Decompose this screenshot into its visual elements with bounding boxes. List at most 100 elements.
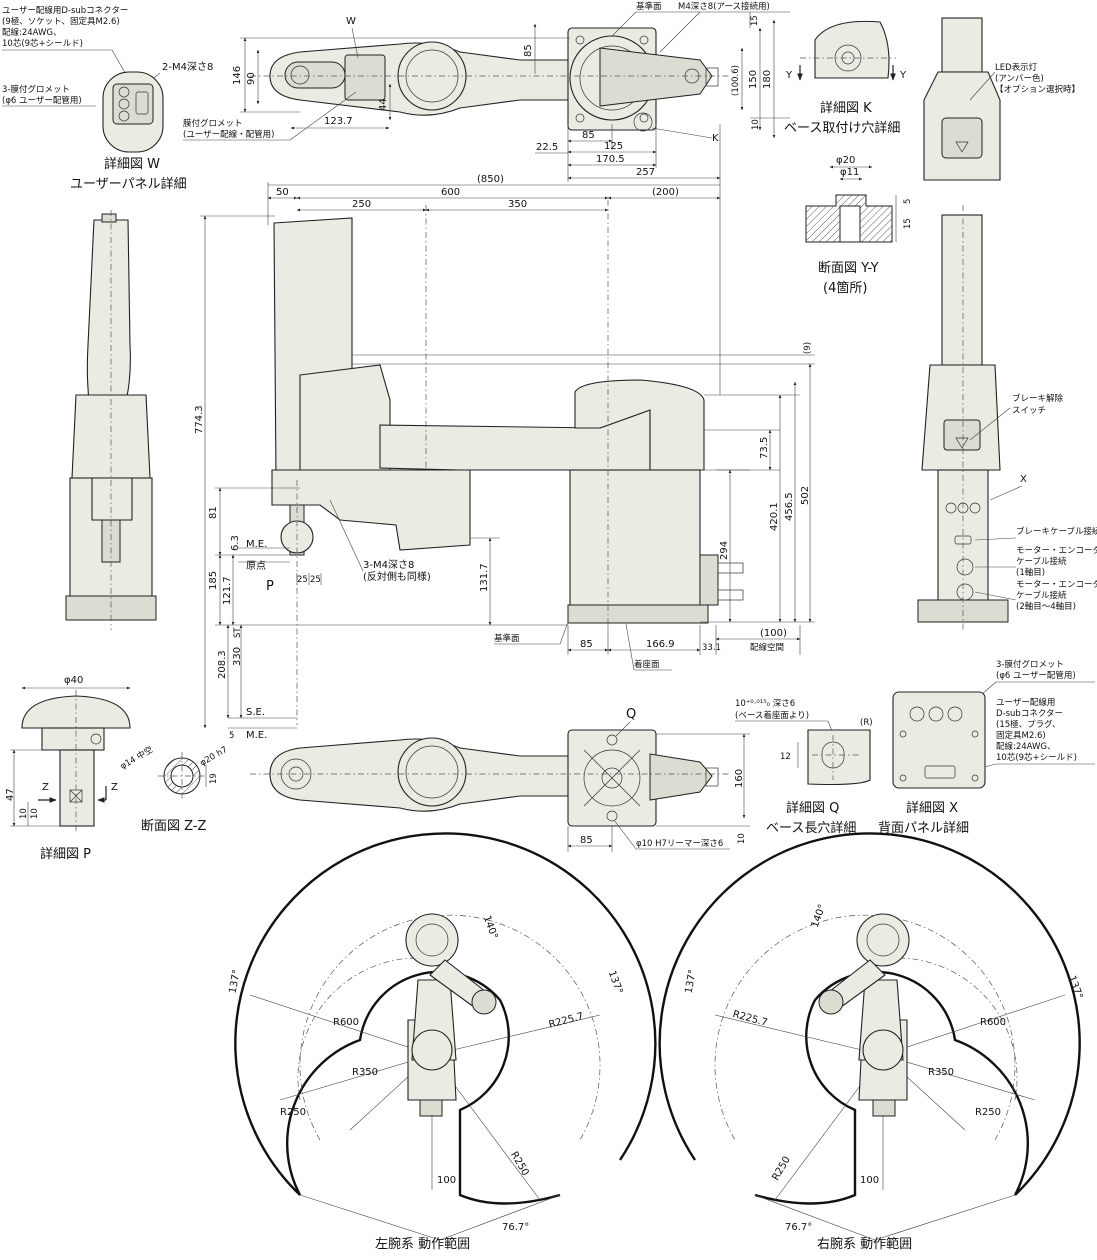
dsub-connector-icon xyxy=(135,91,149,115)
dim-81: 81 xyxy=(208,506,219,519)
rear-mid-shaft xyxy=(941,214,983,366)
dim-250: 250 xyxy=(352,199,371,210)
dim-774-3: 774.3 xyxy=(194,405,205,434)
left-r600: R600 xyxy=(333,1017,359,1028)
right-range-title: 右腕系 動作範囲 xyxy=(817,1236,912,1252)
side-arm2 xyxy=(271,469,471,551)
detail-q-title-1: 詳細図 Q xyxy=(786,800,839,816)
x-grommet-2: (φ6 ユーザー配管用) xyxy=(996,670,1076,681)
motion-range-right: 140° 137° 137° R600 R225.7 R350 R250 R25… xyxy=(658,832,1085,1252)
left-angle-140: 140° xyxy=(481,914,500,940)
section-yy: φ20 φ11 5 15 断面図 Y-Y (4箇所) xyxy=(805,155,913,296)
left-r225: R225.7 xyxy=(548,1011,585,1031)
grommet-label-1: 膜付グロメット xyxy=(183,118,243,129)
zz-phi14: φ14 中空 xyxy=(118,744,155,772)
p-dim-10b: 10 xyxy=(30,808,40,819)
right-r350: R350 xyxy=(928,1067,954,1078)
dim-121-7: 121.7 xyxy=(222,576,233,605)
dim-170-5: 170.5 xyxy=(596,154,625,165)
motor-connector-1-icon xyxy=(956,558,974,576)
x-dsub-icon xyxy=(924,765,956,779)
dim-330: 330 xyxy=(232,647,243,666)
dim-10-top: 10 xyxy=(751,119,761,130)
q-tolerance-note: (ベース着座面より) xyxy=(735,710,809,721)
dim-150: 150 xyxy=(748,70,759,89)
brake-label-1: ブレーキ解除 xyxy=(1012,393,1064,404)
p-flange xyxy=(21,695,131,729)
q-tolerance: 10⁺⁰·⁰¹⁵₀ 深さ6 xyxy=(735,699,795,709)
q-dim-12: 12 xyxy=(780,752,791,762)
detail-k: Y Y 詳細図 K ベース取付け穴詳細 xyxy=(784,20,907,136)
dim-100-6: (100.6) xyxy=(731,65,741,96)
yy-dim-5: 5 xyxy=(903,199,913,204)
dim-456-5: 456.5 xyxy=(784,492,795,521)
dim-10-bottom: 10 xyxy=(737,833,747,844)
motor1-label-1: モーター・エンコーダー xyxy=(1016,545,1097,556)
connector-note-3: 配線:24AWG、 xyxy=(2,27,62,38)
z-right-marker: Z xyxy=(111,782,118,793)
detail-q-title-2: ベース長穴詳細 xyxy=(766,820,856,836)
section-zz: φ14 中空 φ20 h7 19 断面図 Z-Z xyxy=(118,744,229,834)
base-label-top: 基準面 xyxy=(636,1,662,12)
left-outer-range xyxy=(234,832,657,1196)
st-label: ST xyxy=(233,627,243,638)
connector-note-1: ユーザー配線用D-subコネクター xyxy=(2,5,128,16)
left-r250: R250 xyxy=(280,1107,306,1118)
m4-depth-label: 2-M4深さ8 xyxy=(162,61,213,73)
me-label: M.E. xyxy=(246,539,267,550)
x-connector-5: 配線:24AWG、 xyxy=(996,741,1056,752)
dim-123-7: 123.7 xyxy=(324,116,353,127)
right-angle-137b: 137° xyxy=(1066,974,1085,1000)
grommet-label-2: (ユーザー配線・配管用) xyxy=(183,129,274,140)
dim-85-bottom: 85 xyxy=(580,835,593,846)
grommet-note-1: 3-膜付グロメット xyxy=(2,84,70,95)
zz-dim-19: 19 xyxy=(209,773,219,784)
detail-p-title: 詳細図 P xyxy=(40,846,91,862)
p-dim-47: 47 xyxy=(5,788,16,801)
detail-x: 3-膜付グロメット (φ6 ユーザー配管用) ユーザー配線用 D-subコネクタ… xyxy=(878,659,1095,836)
front-view xyxy=(65,210,157,630)
dim-50: 50 xyxy=(276,187,289,198)
dim-420-1: 420.1 xyxy=(769,502,780,531)
led-label-2: (アンバー色) xyxy=(995,73,1044,84)
grommet-icon xyxy=(118,86,130,98)
y-left-marker: Y xyxy=(785,70,793,81)
dim-502: 502 xyxy=(800,486,811,505)
brake-cable-label: ブレーキケーブル接続 xyxy=(1016,526,1097,537)
earth-label: M4深さ8(アース接続用) xyxy=(678,1,770,12)
q-r-label: (R) xyxy=(860,718,873,728)
detail-w: ユーザー配線用D-subコネクター (9極、ソケット、固定具M2.6) 配線:2… xyxy=(2,5,213,192)
right-dim-100: 100 xyxy=(860,1175,879,1186)
seat-face-label: 着座面 xyxy=(634,659,660,670)
dim-180: 180 xyxy=(762,70,773,89)
detail-k-title-1: 詳細図 K xyxy=(820,100,872,116)
dim-25a: 25 xyxy=(297,575,308,585)
motor2-label-3: (2軸目〜4軸目) xyxy=(1016,601,1076,612)
m4-note-1: 3-M4深さ8 xyxy=(363,559,414,571)
rear-top-shaft xyxy=(941,17,983,73)
dim-146: 146 xyxy=(232,66,243,85)
detail-k-title-2: ベース取付け穴詳細 xyxy=(784,120,900,136)
section-yy-title-2: (4箇所) xyxy=(823,280,867,296)
right-outer-range xyxy=(658,832,1081,1196)
x-connector-3: (15極、プラグ、 xyxy=(996,719,1061,730)
dim-185: 185 xyxy=(208,571,219,590)
detail-x-title-2: 背面パネル詳細 xyxy=(878,820,969,836)
right-r600: R600 xyxy=(980,1017,1006,1028)
dim-5-side: 5 xyxy=(229,731,234,741)
wiring-space-label: 配線空間 xyxy=(750,642,784,653)
dim-85-top-b: 85 xyxy=(582,130,595,141)
side-view: 50 (850) 600 (200) 250 350 774.3 81 185 … xyxy=(194,174,815,741)
x-grommet-icon xyxy=(909,706,925,722)
dim-25b: 25 xyxy=(310,575,321,585)
dim-600: 600 xyxy=(441,187,460,198)
dim-22-5: 22.5 xyxy=(536,142,558,153)
phi20-label: φ20 xyxy=(836,155,855,166)
dim-15-top: 15 xyxy=(750,15,760,26)
p-shaft xyxy=(59,749,95,827)
x-marker: X xyxy=(1020,474,1027,485)
y-right-marker: Y xyxy=(899,70,907,81)
dim-44: 44 xyxy=(378,98,389,111)
detail-q: 10⁺⁰·⁰¹⁵₀ 深さ6 (ベース着座面より) (R) 12 詳細図 Q ベー… xyxy=(735,699,873,836)
detail-p: φ40 Z Z 47 10 10 詳細図 P xyxy=(5,675,131,862)
